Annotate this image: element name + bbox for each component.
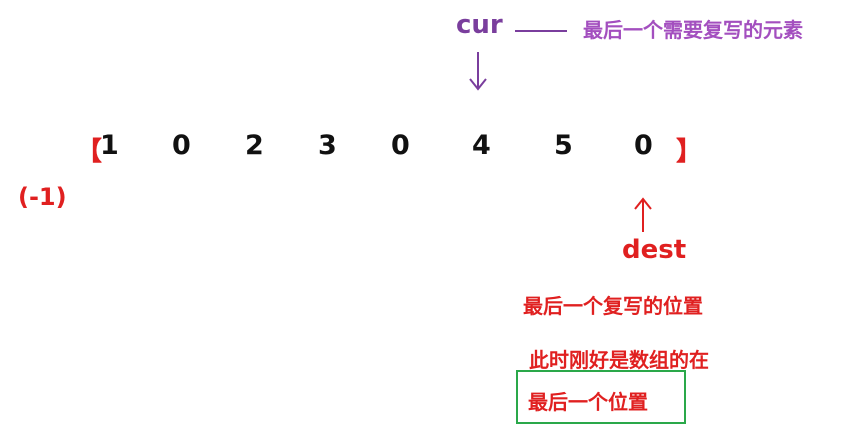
array-element-5: 4 bbox=[472, 130, 491, 161]
array-element-1: 0 bbox=[172, 130, 191, 161]
array-element-7: 0 bbox=[634, 130, 653, 161]
dest-note-line-3: 最后一个位置 bbox=[528, 390, 648, 414]
cur-pointer-label: cur bbox=[456, 10, 503, 40]
array-element-3: 3 bbox=[318, 130, 337, 161]
array-close-bracket: 】 bbox=[676, 137, 703, 167]
cur-description: 最后一个需要复写的元素 bbox=[583, 18, 803, 42]
array-element-6: 5 bbox=[554, 130, 573, 161]
down-arrow-icon bbox=[469, 52, 487, 91]
cur-connector-line bbox=[515, 30, 567, 32]
dest-note-line-2: 此时刚好是数组的在 bbox=[529, 348, 709, 372]
array-open-bracket: 【 bbox=[76, 137, 103, 167]
array-element-0: 1 bbox=[100, 130, 119, 161]
dest-pointer-label: dest bbox=[622, 235, 687, 265]
highlight-box bbox=[516, 370, 686, 424]
array-element-2: 2 bbox=[245, 130, 264, 161]
start-index-marker: (-1) bbox=[18, 183, 67, 211]
array-element-4: 0 bbox=[391, 130, 410, 161]
dest-note-line-1: 最后一个复写的位置 bbox=[523, 294, 703, 318]
up-arrow-icon bbox=[634, 197, 652, 232]
